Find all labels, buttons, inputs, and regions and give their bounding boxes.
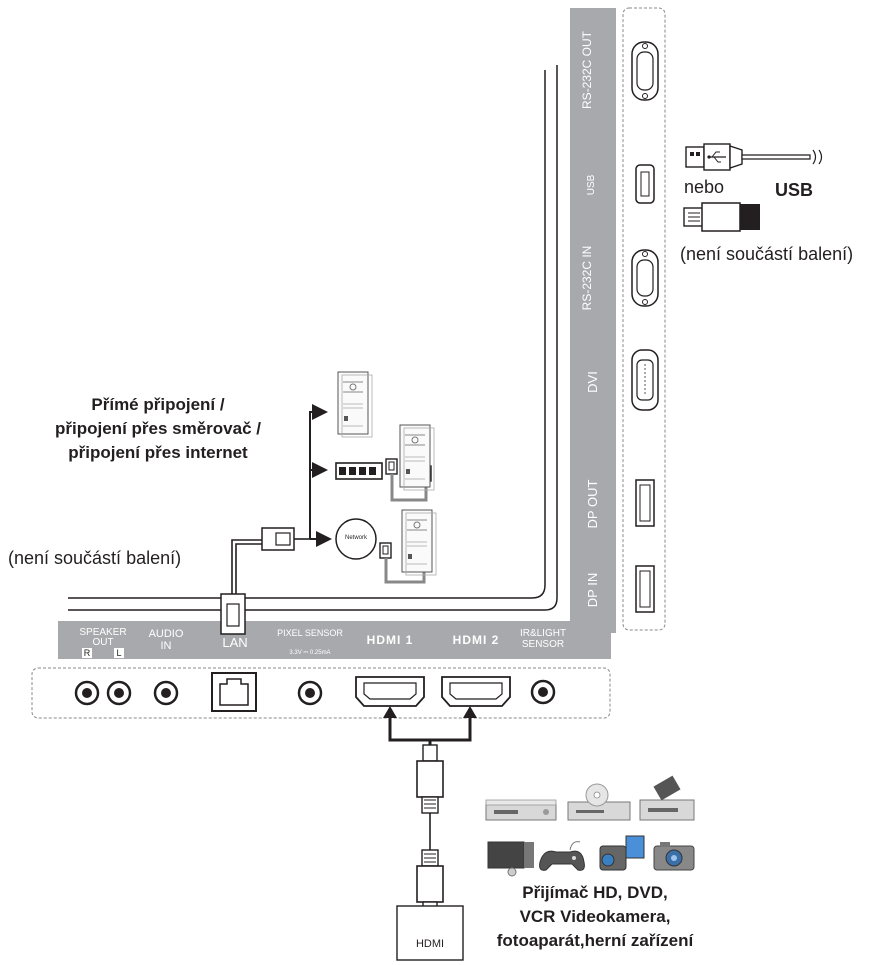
side-connector-panel (570, 8, 616, 633)
network-title-line1: Přímé připojení / (91, 395, 225, 414)
rs232c-in-label: RS-232C IN (580, 245, 594, 311)
bottom-port-area (31, 667, 611, 719)
hd-receiver-icon (485, 799, 557, 821)
side-port-area (622, 7, 666, 631)
hdmi-cable (383, 706, 477, 917)
camcorder-icon (599, 835, 645, 871)
rs232c-out-label: RS-232C OUT (580, 30, 594, 110)
vcr-icon (639, 775, 695, 821)
audio-in-label: AUDIO IN (148, 628, 184, 652)
hub-icon (335, 458, 432, 502)
dp-out-port[interactable] (635, 479, 655, 527)
rs232c-out-port[interactable] (631, 41, 659, 101)
usb-text: USB (775, 180, 814, 200)
usb-port[interactable] (635, 164, 655, 204)
dp-in-port[interactable] (635, 565, 655, 613)
pixel-sensor-spec: 3.3V ⎓ 0.25mA (289, 650, 331, 656)
monitor-outline-outer (68, 70, 546, 599)
hdmi1-port[interactable] (355, 676, 425, 707)
bottom-connector-panel (58, 621, 611, 659)
usb-not-included: (není součástí balení) (680, 244, 854, 264)
lan-label: LAN (222, 635, 248, 650)
network-title-line2: připojení přes směrovač / (55, 419, 261, 438)
game-controller-icon (539, 841, 585, 871)
av-devices-line2: VCR Videokamera, (519, 907, 671, 926)
hdmi-device-box (396, 905, 464, 961)
usb-plug-icon (685, 143, 823, 171)
speaker-l-label: L (114, 648, 124, 658)
computer-icon (337, 371, 373, 438)
computer-icon (399, 424, 435, 491)
dvi-label: DVI (585, 371, 600, 393)
camera-icon (653, 842, 695, 871)
monitor-outline-inner (68, 65, 558, 611)
audio-in-jack[interactable] (153, 680, 179, 706)
av-devices-line1: Přijímač HD, DVD, (522, 883, 668, 902)
network-branch-arrows (309, 404, 332, 547)
computer-icon (401, 509, 437, 576)
lan-cable (220, 527, 310, 635)
hdmi1-label: HDMI 1 (366, 633, 414, 647)
ir-light-sensor-jack[interactable] (530, 679, 556, 705)
ir-light-sensor-label: IR&LIGHT SENSOR (519, 628, 567, 650)
usb-stick-icon (683, 202, 760, 232)
dvi-port[interactable] (631, 349, 659, 411)
network-label: Network (344, 535, 367, 541)
pixel-sensor-jack[interactable] (297, 680, 323, 706)
rs232c-in-port[interactable] (631, 249, 659, 307)
pixel-sensor-label: PIXEL SENSOR (277, 628, 343, 638)
lan-port[interactable] (211, 672, 257, 712)
speaker-out-l-jack[interactable] (106, 680, 132, 706)
network-title-line3: připojení přes internet (68, 443, 248, 462)
tv-set-icon (487, 841, 534, 877)
network-not-included: (není součástí balení) (8, 548, 182, 568)
hdmi-device-label: HDMI (415, 938, 445, 950)
av-devices-line3: fotoaparát,herní zařízení (496, 931, 694, 950)
speaker-out-r-jack[interactable] (74, 680, 100, 706)
dp-out-label: DP OUT (585, 479, 600, 529)
usb-or-text: nebo (684, 177, 725, 197)
hdmi2-label: HDMI 2 (452, 633, 500, 647)
dp-in-label: DP IN (585, 572, 600, 608)
dvd-player-icon (567, 783, 631, 821)
network-icon (335, 518, 377, 560)
speaker-out-label: SPEAKER OUT (79, 627, 127, 648)
usb-label: USB (586, 174, 597, 196)
speaker-r-label: R (82, 648, 92, 658)
hdmi2-port[interactable] (441, 676, 511, 707)
